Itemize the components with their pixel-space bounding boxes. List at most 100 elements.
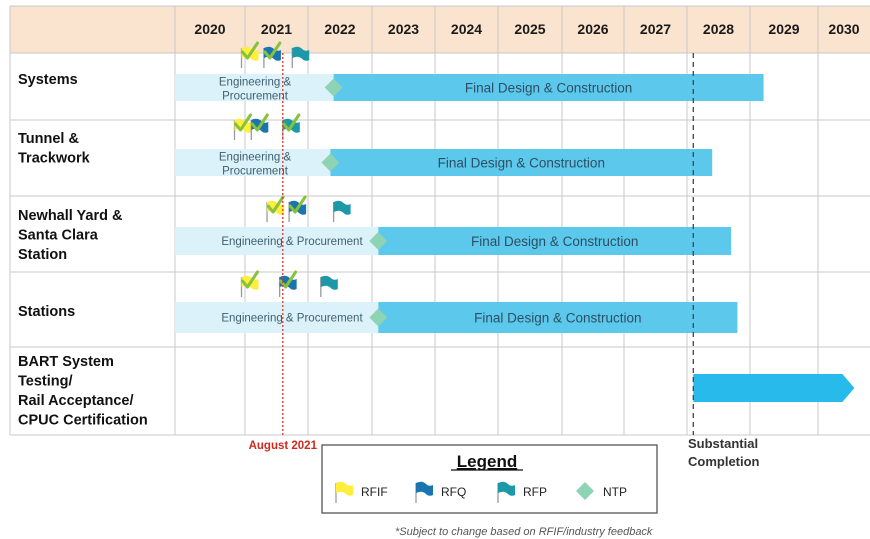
engineering-procurement-bar xyxy=(175,149,331,176)
check-icon xyxy=(234,113,252,132)
row-label-line: Station xyxy=(18,247,67,263)
final-design-construction-label: Final Design & Construction xyxy=(474,311,641,326)
ep-label-line: Engineering & xyxy=(219,152,292,164)
legend-box xyxy=(321,444,658,514)
legend-item-label: RFP xyxy=(523,485,547,499)
row-label-line: Newhall Yard & xyxy=(18,208,123,224)
flag-rfif-icon xyxy=(335,481,353,503)
flags-layer xyxy=(233,41,351,297)
legend-item-label: RFIF xyxy=(361,485,388,499)
flag-rfq-icon xyxy=(415,481,433,503)
flag-rfp-icon xyxy=(282,118,300,140)
row-label-line: Trackwork xyxy=(18,151,91,167)
flag-cloth xyxy=(320,275,338,290)
check-icon xyxy=(288,195,307,214)
year-label: 2025 xyxy=(514,21,545,37)
check-icon xyxy=(282,113,301,132)
final-design-construction-label: Final Design & Construction xyxy=(438,156,605,171)
engineering-procurement-bar xyxy=(175,227,379,255)
ntp-diamond-icon xyxy=(369,232,388,250)
ntp-diamond-icon xyxy=(324,78,343,97)
year-label: 2027 xyxy=(640,21,671,37)
engineering-procurement-bar xyxy=(175,74,334,101)
final-design-construction-bar xyxy=(330,149,713,176)
legend-item-label: RFQ xyxy=(441,485,466,499)
flag-rfq-icon xyxy=(250,118,269,140)
year-label: 2022 xyxy=(324,21,355,37)
check-icon xyxy=(241,41,259,60)
year-label: 2029 xyxy=(768,21,799,37)
substantial-completion-line: Completion xyxy=(688,454,760,469)
ep-label-line: Engineering & Procurement xyxy=(221,313,363,325)
ep-label-line: Procurement xyxy=(222,91,289,103)
ntp-diamond-icon xyxy=(321,153,340,172)
testing-arrow-bar xyxy=(693,374,855,402)
final-design-construction-bar xyxy=(378,302,738,333)
engineering-procurement-label: Engineering & Procurement xyxy=(219,152,292,178)
year-label: 2024 xyxy=(451,21,482,37)
flag-cloth xyxy=(498,481,515,496)
footnote: *Subject to change based on RFIF/industr… xyxy=(395,526,653,538)
year-label: 2023 xyxy=(388,21,419,37)
row-label: Systems xyxy=(18,72,78,88)
ep-label-line: Engineering & Procurement xyxy=(221,236,363,248)
ntp-diamond-icon xyxy=(369,308,388,327)
final-design-construction-label: Final Design & Construction xyxy=(465,81,632,96)
row-label-line: Tunnel & xyxy=(18,131,79,147)
final-design-construction-bar xyxy=(333,74,764,101)
grid-layer xyxy=(9,5,870,436)
flag-rfq-icon xyxy=(288,200,307,222)
header-band xyxy=(10,6,870,53)
row-label: Tunnel & Trackwork xyxy=(18,131,91,167)
year-label: 2030 xyxy=(828,21,859,37)
flag-cloth xyxy=(292,46,310,61)
flag-cloth xyxy=(416,481,433,496)
legend-ntp-icon xyxy=(576,482,594,500)
flag-rfif-icon xyxy=(233,118,252,140)
row-label-line: Testing/ xyxy=(18,374,73,390)
final-design-construction-label: Final Design & Construction xyxy=(471,234,638,249)
legend-item-label: NTP xyxy=(603,485,627,499)
row-label-line: Stations xyxy=(18,304,75,320)
flag-rfp-icon xyxy=(320,275,338,297)
engineering-procurement-label: Engineering & Procurement xyxy=(221,313,363,325)
row-label-line: Santa Clara xyxy=(18,228,99,244)
engineering-procurement-bar xyxy=(175,302,379,333)
engineering-procurement-label: Engineering & Procurement xyxy=(221,236,363,248)
flag-rfif-icon xyxy=(240,275,259,297)
legend-title: Legend xyxy=(457,452,517,471)
check-icon xyxy=(250,113,269,132)
august-2021-label: August 2021 xyxy=(249,440,318,452)
flag-cloth xyxy=(336,481,353,496)
row-label-line: BART System xyxy=(18,354,114,370)
year-header: 2020 2021 2022 2023 2024 2025 2026 2027 2028 2029… xyxy=(194,21,859,37)
final-design-construction-bar xyxy=(378,227,732,255)
year-label: 2028 xyxy=(703,21,734,37)
row-label-line: Rail Acceptance/ xyxy=(18,393,134,409)
row-label: Stations xyxy=(18,304,75,320)
check-icon xyxy=(263,41,282,60)
flag-rfp-icon xyxy=(497,481,515,503)
year-label: 2020 xyxy=(194,21,225,37)
ep-label-line: Procurement xyxy=(222,166,289,178)
year-label: 2021 xyxy=(261,21,292,37)
year-label: 2026 xyxy=(577,21,608,37)
engineering-procurement-label: Engineering & Procurement xyxy=(219,77,292,103)
row-label-line: CPUC Certification xyxy=(18,413,148,429)
flag-rfif-icon xyxy=(266,200,285,222)
substantial-completion-line: Substantial xyxy=(688,436,758,451)
row-label-line: Systems xyxy=(18,72,78,88)
flag-rfp-icon xyxy=(291,46,310,68)
ep-label-line: Engineering & xyxy=(219,77,292,89)
check-icon xyxy=(241,270,259,289)
check-icon xyxy=(266,195,285,214)
flag-rfp-icon xyxy=(332,200,351,222)
